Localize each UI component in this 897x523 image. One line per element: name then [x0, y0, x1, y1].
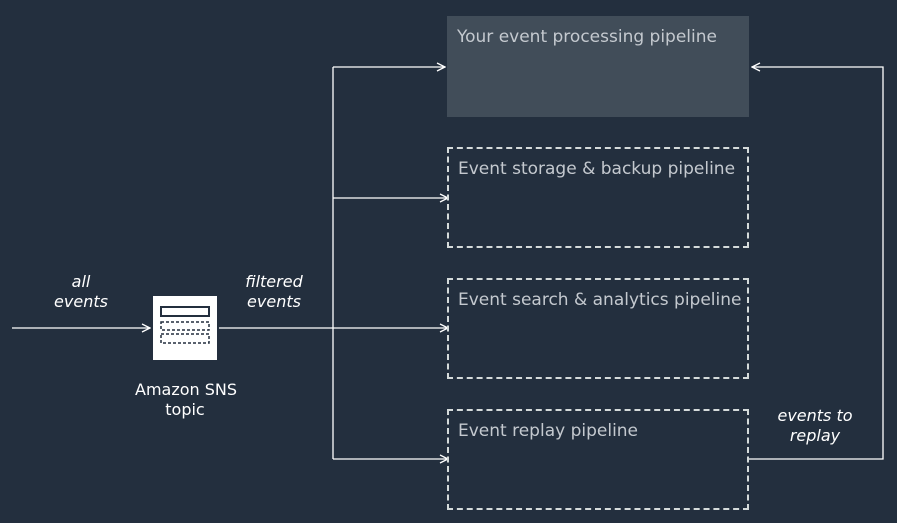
filtered-events-label: filtered events — [245, 272, 303, 311]
replay-pipeline-label: Event replay pipeline — [458, 421, 639, 441]
all-events-label: all events — [54, 272, 108, 311]
storage-pipeline-label: Event storage & backup pipeline — [458, 159, 736, 179]
sns-topic-icon — [153, 296, 217, 360]
replay-pipeline-box: Event replay pipeline — [447, 409, 749, 510]
replay-loop-arrow — [749, 67, 884, 460]
search-pipeline-box: Event search & analytics pipeline — [447, 278, 749, 379]
processing-pipeline-box: Your event processing pipeline — [447, 16, 749, 117]
search-pipeline-label: Event search & analytics pipeline — [458, 290, 742, 310]
events-to-replay-label: events to replay — [777, 406, 853, 445]
processing-pipeline-label: Your event processing pipeline — [457, 27, 717, 47]
storage-pipeline-box: Event storage & backup pipeline — [447, 147, 749, 248]
sns-topic-label: Amazon SNS topic — [135, 380, 238, 419]
